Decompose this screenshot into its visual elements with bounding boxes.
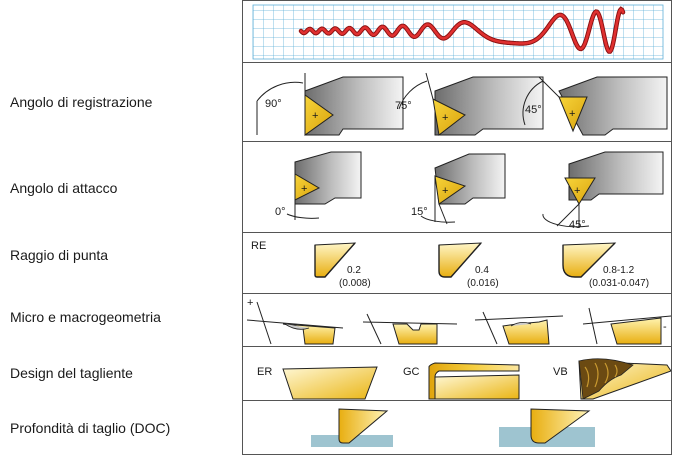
row-label-micro-macro-geometry: Micro e macrogeometria <box>10 309 161 325</box>
registration-angle-panel: + 90° + 75° + 45° <box>242 62 672 142</box>
attack-tool-0: + 0° <box>275 151 362 220</box>
row-label-depth-of-cut: Profondità di taglio (DOC) <box>10 420 171 436</box>
nose-radius-small <box>314 242 357 278</box>
attack-tool-45: + 45° <box>542 151 664 231</box>
doc-insert-deep <box>530 408 591 444</box>
toolholder-75: + 75° <box>395 72 544 136</box>
svg-text:+: + <box>442 112 448 124</box>
edge-design-graphics: ER GC VB <box>257 358 671 400</box>
registration-angle-label-75: 75° <box>395 100 412 112</box>
row-label-registration-angle: Angolo di registrazione <box>10 94 153 110</box>
registration-angle-graphics: + 90° + 75° + 45° <box>256 72 668 136</box>
geometry-insert-4 <box>582 307 671 345</box>
attack-angle-graphics: + 0° + 15° + 45° <box>275 151 664 231</box>
nose-radius-value-2: 0.8-1.2 <box>603 265 635 276</box>
svg-text:+: + <box>442 185 448 197</box>
nose-radius-large <box>562 242 617 278</box>
attack-angle-label-15: 15° <box>411 206 428 218</box>
edge-design-label-vb: VB <box>553 366 568 378</box>
toolholder-90: + 90° <box>256 73 404 136</box>
svg-text:+: + <box>569 108 575 120</box>
nose-radius-graphics: RE 0.2 (0.008) 0.4 (0.016) 0.8-1.2 (0.03… <box>251 240 649 289</box>
vibration-wave-panel <box>242 0 672 64</box>
row-label-edge-design: Design del tagliente <box>10 365 133 381</box>
attack-angle-label-45: 45° <box>569 219 586 231</box>
toolholder-45: + 45° <box>522 76 668 136</box>
row-label-nose-radius: Raggio di punta <box>10 247 109 263</box>
geometry-insert-2 <box>362 313 458 345</box>
insert-45 <box>558 96 588 133</box>
registration-angle-label-45: 45° <box>525 104 542 116</box>
nose-radius-heading: RE <box>251 240 266 252</box>
edge-design-panel: ER GC VB <box>242 346 672 401</box>
nose-radius-medium <box>438 242 483 278</box>
attack-angle-label-0: 0° <box>275 206 286 218</box>
geometry-insert-3 <box>474 311 564 345</box>
micro-macro-geometry-panel: + - <box>242 293 672 347</box>
attack-angle-panel: + 0° + 15° + 45° <box>242 141 672 233</box>
svg-text:+: + <box>312 110 318 122</box>
vibration-wave-graphic <box>252 4 664 60</box>
micro-macro-geometry-graphics: + - <box>246 297 671 345</box>
nose-radius-inch-0: (0.008) <box>339 278 371 289</box>
registration-angle-label-90: 90° <box>265 98 282 110</box>
attack-tool-15: + 15° <box>411 153 506 225</box>
insert-90 <box>304 94 334 136</box>
depth-of-cut-panel <box>242 400 672 455</box>
svg-text:+: + <box>301 183 307 195</box>
edge-er-insert <box>282 366 378 400</box>
svg-text:+: + <box>574 185 580 197</box>
depth-of-cut-graphics <box>311 408 595 447</box>
nose-radius-panel: RE 0.2 (0.008) 0.4 (0.016) 0.8-1.2 (0.03… <box>242 232 672 294</box>
insert-75 <box>432 98 466 136</box>
nose-radius-inch-1: (0.016) <box>467 278 499 289</box>
nose-radius-value-1: 0.4 <box>475 265 489 276</box>
attack-insert-15 <box>434 175 467 205</box>
attack-insert-0 <box>294 173 321 201</box>
geometry-insert-1 <box>246 301 344 345</box>
vibration-wave-highlight <box>299 7 625 53</box>
nose-radius-value-0: 0.2 <box>347 265 361 276</box>
geometry-minus-sign: - <box>663 321 667 333</box>
row-label-attack-angle: Angolo di attacco <box>10 180 118 196</box>
edge-design-label-er: ER <box>257 366 272 378</box>
geometry-plus-sign: + <box>247 297 253 309</box>
doc-insert-shallow <box>338 408 389 444</box>
nose-radius-inch-2: (0.031-0.047) <box>589 278 649 289</box>
edge-design-label-gc: GC <box>403 366 420 378</box>
attack-insert-45 <box>564 177 596 206</box>
